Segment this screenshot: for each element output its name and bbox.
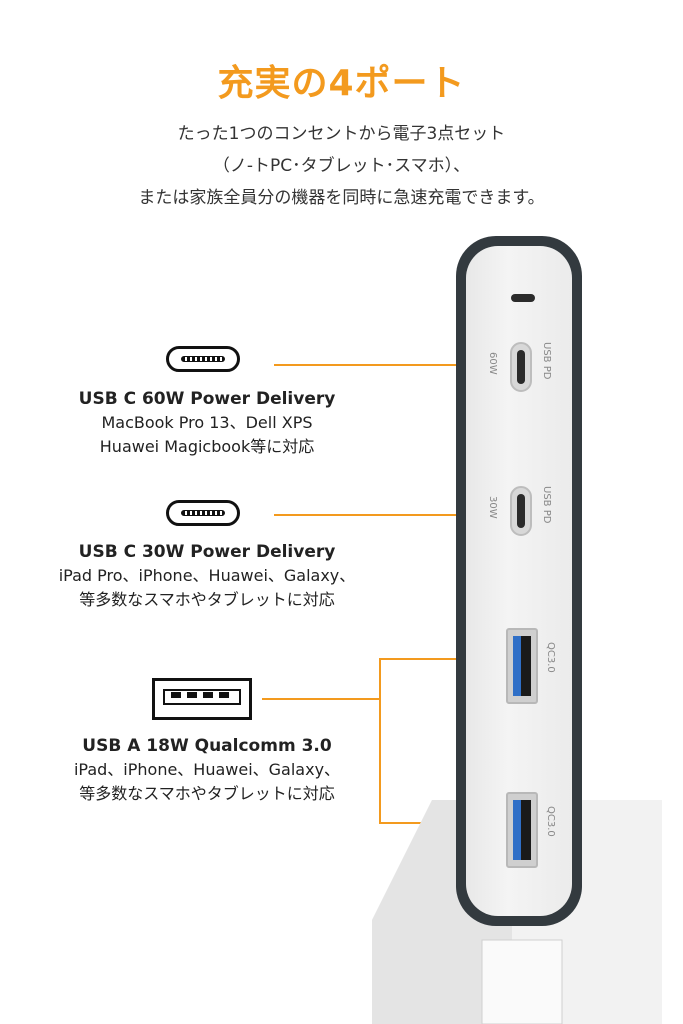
port-watt-label: 30W [487,496,498,519]
port-label: USB PD [541,342,552,380]
port-compat-line: iPad Pro、iPhone、Huawei、Galaxy、 [58,566,356,585]
port-heading: USB C 30W Power Delivery [78,542,336,562]
port-compat-line: iPad、iPhone、Huawei、Galaxy、 [73,760,341,779]
charger-face: USB PD 60W USB PD 30W QC3.0 QC3.0 [466,246,572,916]
port-heading: USB C 60W Power Delivery [78,389,336,409]
port-info-usb-a-18w: USB A 18W Qualcomm 3.0 iPad、iPhone、Huawe… [30,734,384,806]
usb-a-port-2 [506,792,538,868]
port-info-usb-c-30w: USB C 30W Power Delivery iPad Pro、iPhone… [30,540,384,612]
usb-c-port-60w [510,342,532,392]
port-info-usb-c-60w: USB C 60W Power Delivery MacBook Pro 13、… [40,387,374,459]
usb-c-icon [166,500,240,526]
usb-a-icon [152,678,252,720]
description-line-2: （ノ-トPC･タブレット･スマホ）、 [212,156,471,176]
port-label: QC3.0 [545,806,556,837]
port-label: USB PD [541,486,552,524]
page-title: 充実の4ポート [217,63,466,104]
usb-c-icon [166,346,240,372]
usb-a-port-1 [506,628,538,704]
callout-line [262,698,380,700]
port-compat-line: MacBook Pro 13、Dell XPS [101,413,313,432]
port-label: QC3.0 [545,642,556,673]
callout-line [274,364,469,366]
callout-line [379,658,469,660]
callout-line [274,514,469,516]
callout-line [379,658,381,824]
port-heading: USB A 18W Qualcomm 3.0 [82,736,332,756]
port-compat-line: Huawei Magicbook等に対応 [99,437,315,456]
description-line-1: たった1つのコンセントから電子3点セット [177,124,506,144]
port-compat-line: 等多数なスマホやタブレットに対応 [79,590,335,609]
usb-c-port-30w [510,486,532,536]
port-compat-line: 等多数なスマホやタブレットに対応 [79,784,335,803]
port-watt-label: 60W [487,352,498,375]
charger-device: USB PD 60W USB PD 30W QC3.0 QC3.0 [456,236,582,926]
description: たった1つのコンセントから電子3点セット （ノ-トPC･タブレット･スマホ）、 … [0,118,683,214]
led-indicator [511,294,535,302]
description-line-3: または家族全員分の機器を同時に急速充電できます。 [138,188,545,208]
